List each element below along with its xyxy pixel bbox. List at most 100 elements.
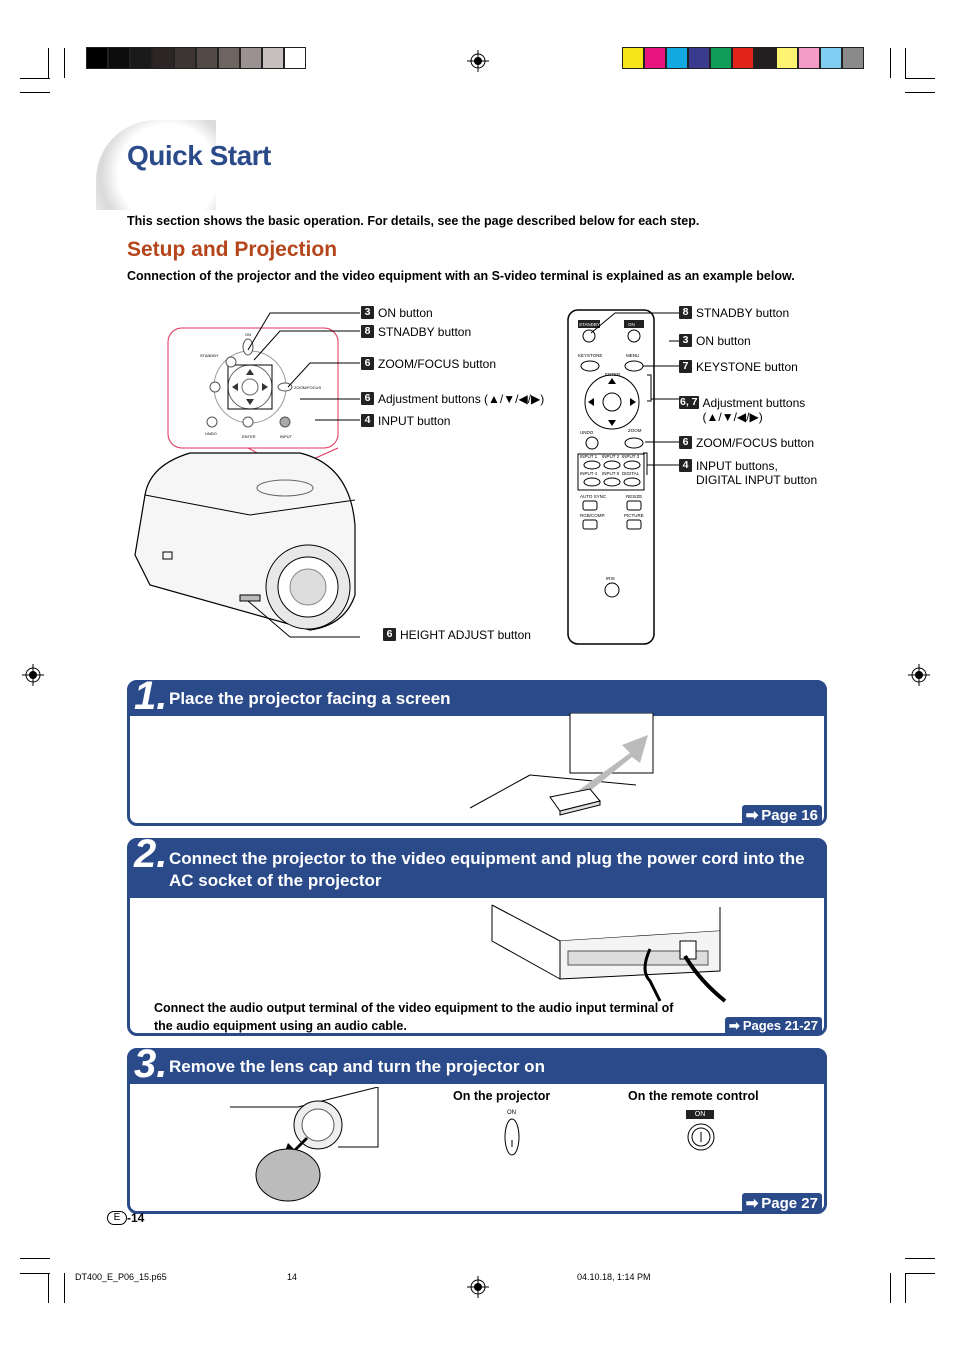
color-swatch [776,47,798,69]
svg-text:INPUT 2: INPUT 2 [602,454,620,459]
callout-item: 6, 7 Adjustment buttons(▲/▼/◀/▶) [679,396,805,424]
color-swatch [798,47,820,69]
svg-text:INPUT 4: INPUT 4 [580,471,598,476]
step-2-title: Connect the projector to the video equip… [169,849,805,890]
svg-text:INPUT: INPUT [280,434,293,439]
svg-text:STANDBY: STANDBY [579,322,600,327]
step-2-page-ref[interactable]: ➡Pages 21-27 [724,1017,822,1035]
callout-number: 4 [361,414,374,427]
callout-label: HEIGHT ADJUST button [400,628,531,642]
svg-text:ON: ON [628,322,635,327]
svg-text:RESIZE: RESIZE [626,494,642,499]
intro-text: This section shows the basic operation. … [127,214,700,228]
page-number-value: -14 [127,1211,145,1225]
callout-item: 6 ZOOM/FOCUS button [679,436,814,450]
callout-label: ZOOM/FOCUS button [696,436,815,450]
arrow-right-icon: ➡ [728,1018,740,1033]
color-swatch [284,47,306,69]
step-3-header: 3. Remove the lens cap and turn the proj… [127,1042,827,1086]
color-swatch [732,47,754,69]
step-1-number: 1. [134,674,168,718]
color-swatch [842,47,864,69]
callout-label-line2: DIGITAL INPUT button [696,473,818,487]
callout-number: 6 [383,628,396,641]
footer-page: 14 [287,1272,298,1282]
on-remote-label: On the remote control [628,1089,759,1103]
callout-number: 6, 7 [679,396,699,409]
callout-text: INPUT buttons,DIGITAL INPUT button [696,459,817,487]
registration-mark-top [467,50,489,72]
step-1-page-ref[interactable]: ➡Page 16 [741,805,822,825]
color-swatch [86,47,108,69]
callout-text: ON button [378,306,433,320]
registration-mark-bottom [467,1276,489,1298]
callout-label: ZOOM/FOCUS button [378,357,497,371]
screen-illustration [470,713,654,816]
on-remote-button[interactable] [686,1122,716,1152]
step-3-title: Remove the lens cap and turn the project… [169,1057,545,1076]
svg-text:RGB/COMP.: RGB/COMP. [580,513,605,518]
step-2-box: 2. Connect the projector to the video eq… [127,832,827,1036]
footer-date: 04.10.18, 1:14 PM [577,1272,651,1282]
step-3-page-ref[interactable]: ➡Page 27 [741,1193,822,1213]
color-swatch [240,47,262,69]
callout-label: STNADBY button [696,306,790,320]
lens-cap-illustration [230,1087,379,1202]
color-swatch [710,47,732,69]
callout-number: 6 [361,392,374,405]
color-swatch [666,47,688,69]
step-3-number: 3. [134,1042,168,1086]
callout-text: Adjustment buttons(▲/▼/◀/▶) [703,396,806,424]
step-1-box: 1. Place the projector facing a screen ➡… [127,674,827,826]
step-2-note: Connect the audio output terminal of the… [154,1001,674,1033]
callout-item: 6 ZOOM/FOCUS button [361,357,496,371]
step-1-title: Place the projector facing a screen [169,689,451,708]
callout-number: 8 [679,306,692,319]
registration-mark-left [22,664,44,686]
projector-illustration: STANDBY ON ZOOM/FOCUS INPUT UNDO ENTER [134,327,360,638]
svg-text:ENTER: ENTER [242,434,256,439]
color-swatch [196,47,218,69]
callout-number: 3 [679,334,692,347]
color-swatch [262,47,284,69]
callout-item: 3 ON button [679,334,751,348]
callout-item: 7 KEYSTONE button [679,360,798,374]
callout-label: ON button [696,334,751,348]
callout-text: INPUT button [378,414,450,428]
callout-label: KEYSTONE button [696,360,798,374]
callout-label: Adjustment buttons (▲/▼/◀/▶) [378,392,545,406]
callout-number: 3 [361,306,374,319]
svg-text:ZOOM/FOCUS: ZOOM/FOCUS [294,385,321,390]
svg-text:INPUT 3: INPUT 3 [622,454,640,459]
callout-number: 8 [361,325,374,338]
svg-text:UNDO: UNDO [580,430,594,435]
arrow-right-icon: ➡ [745,807,759,824]
svg-text:UNDO: UNDO [205,431,217,436]
callout-text: STNADBY button [696,306,789,320]
panel-standby-label: STANDBY [200,353,219,358]
callout-number: 6 [679,436,692,449]
callout-number: 6 [361,357,374,370]
svg-text:KEYSTONE: KEYSTONE [578,353,602,358]
on-projector-button[interactable] [504,1117,520,1157]
rear-panel-illustration [491,904,727,1003]
callout-text: Adjustment buttons (▲/▼/◀/▶) [378,392,544,406]
callout-number: 7 [679,360,692,373]
color-swatch [820,47,842,69]
step-1-page-ref-label: Page 16 [761,807,818,824]
color-swatch [218,47,240,69]
arrow-right-icon: ➡ [745,1195,759,1212]
step-2-header: 2. Connect the projector to the video eq… [127,832,827,898]
registration-mark-right [908,664,930,686]
callout-text: STNADBY button [378,325,471,339]
svg-text:ZOOM: ZOOM [628,428,642,433]
callout-item: 3 ON button [361,306,433,320]
title-decoration [96,120,216,210]
section-heading: Setup and Projection [127,238,338,261]
footer-file: DT400_E_P06_15.p65 [75,1272,167,1282]
step-3-page-ref-label: Page 27 [761,1195,818,1212]
page-number: E -14 [107,1211,144,1225]
step-2-page-ref-label: Pages 21-27 [742,1018,818,1033]
